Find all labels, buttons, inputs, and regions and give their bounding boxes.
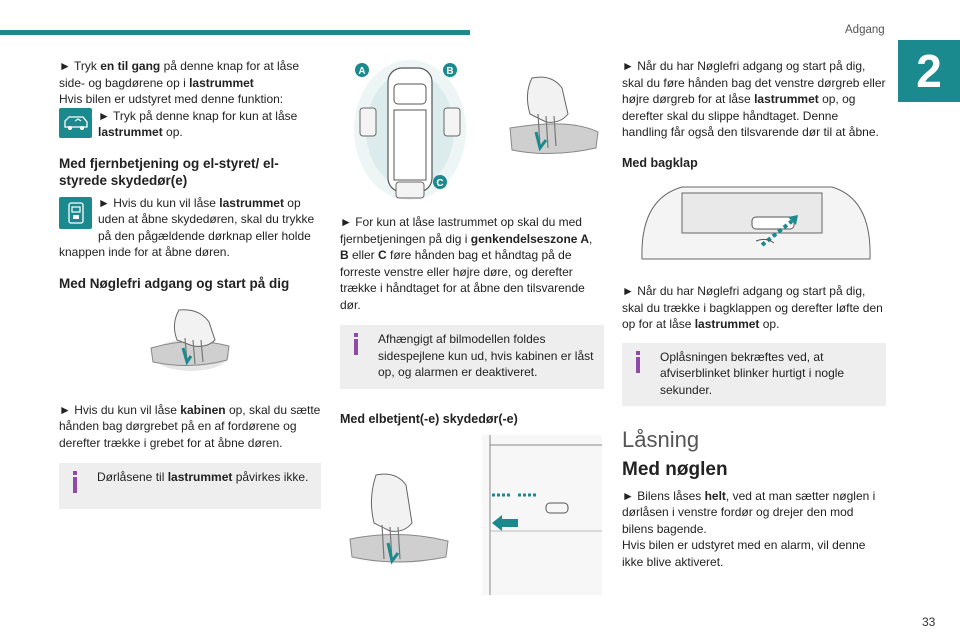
paragraph-unlock-once: ► Tryk en til gang på denne knap for at … bbox=[59, 59, 300, 90]
paragraph-remote-zone: ► For kun at låse lastrummet op skal du … bbox=[340, 215, 593, 312]
info-text-indicators: Oplåsningen bekræftes ved, at afviserbli… bbox=[660, 349, 845, 397]
paragraph-keyless-cargo: ► Når du har Nøglefri adgang og start på… bbox=[622, 59, 886, 139]
sliding-door-handle-figure bbox=[349, 435, 602, 595]
chapter-number: 2 bbox=[916, 44, 942, 97]
info-text-mirrors: Afhængigt af bilmodellen foldes sidespej… bbox=[378, 332, 594, 379]
heading-keyless: Med Nøglefri adgang og start på dig bbox=[59, 275, 290, 291]
column-3: ► Når du har Nøglefri adgang og start på… bbox=[622, 58, 886, 570]
heading-tailgate: Med bagklap bbox=[622, 155, 698, 170]
info-box-mirrors: Afhængigt af bilmodellen foldes sidespej… bbox=[340, 325, 604, 389]
tailgate-figure bbox=[622, 179, 886, 271]
chapter-tab: 2 bbox=[898, 40, 960, 102]
paragraph-alarm: Hvis bilen er udstyret med en alarm, vil… bbox=[622, 538, 866, 569]
van-unlock-icon bbox=[59, 107, 92, 138]
section-title: Adgang bbox=[845, 24, 885, 36]
info-box-indicators: Oplåsningen bekræftes ved, at afviserbli… bbox=[622, 342, 886, 406]
info-icon bbox=[636, 350, 640, 355]
heading-electric-sliding-door: Med elbetjent(-e) skydedør(-e) bbox=[340, 411, 518, 426]
info-box-locks: Dørlåsene til lastrummet påvirkes ikke. bbox=[59, 463, 321, 509]
paragraph-if-equipped: Hvis bilen er udstyret med denne funktio… bbox=[59, 92, 284, 106]
header-accent-bar bbox=[0, 30, 470, 35]
info-text-locks: Dørlåsene til lastrummet påvirkes ikke. bbox=[97, 470, 309, 484]
zone-label-b: B bbox=[446, 66, 453, 77]
paragraph-cabin-unlock: ► Hvis du kun vil låse kabinen op, skal … bbox=[59, 402, 321, 450]
paragraph-tailgate: ► Når du har Nøglefri adgang og start på… bbox=[622, 284, 883, 331]
sliding-door-icon bbox=[59, 196, 92, 229]
heading-remote-sliding-door: Med fjernbetjening og el-styret/ el-styr… bbox=[59, 155, 279, 188]
heading-locking: Låsning bbox=[622, 427, 700, 452]
recognition-zones-figure: A B C bbox=[354, 60, 599, 200]
cargo-unlock-row: ► Tryk på denne knap for kun at låse las… bbox=[59, 107, 321, 141]
zone-label-c: C bbox=[436, 178, 443, 189]
sliding-door-block: ► Hvis du kun vil låse lastrummet op ude… bbox=[59, 195, 321, 261]
heading-with-key: Med nøglen bbox=[622, 458, 728, 480]
paragraph-sliding-door: ► Hvis du kun vil låse lastrummet op ude… bbox=[59, 195, 315, 260]
column-1: ► Tryk en til gang på denne knap for at … bbox=[59, 58, 321, 509]
zone-label-a: A bbox=[358, 66, 365, 77]
hand-door-handle-figure bbox=[150, 308, 230, 371]
paragraph-key-lock: ► Bilens låses helt, ved at man sætter n… bbox=[622, 488, 876, 536]
page-number: 33 bbox=[922, 615, 936, 629]
column-2: A B C ► For kun at låse lastrummet op sk… bbox=[340, 58, 604, 595]
paragraph-cargo-button: ► Tryk på denne knap for kun at låse las… bbox=[98, 108, 298, 140]
info-icon bbox=[354, 333, 358, 337]
info-icon bbox=[73, 471, 77, 475]
